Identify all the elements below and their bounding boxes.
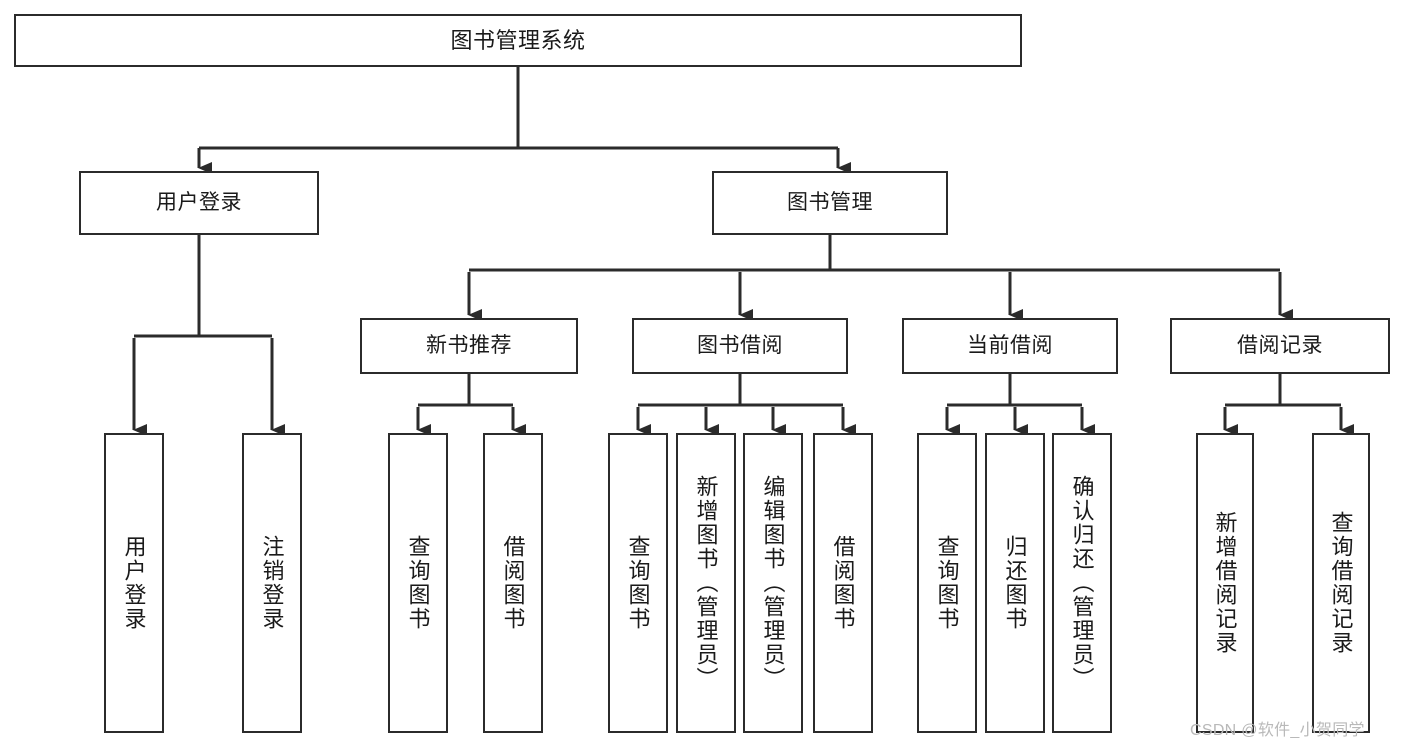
node-leaf-add-borrow-record-label: 新增借阅记录 bbox=[1212, 511, 1238, 655]
node-leaf-edit-book-admin[interactable]: 编辑图书（管理员） bbox=[743, 433, 803, 733]
node-leaf-borrow-book-1[interactable]: 借阅图书 bbox=[483, 433, 543, 733]
node-root[interactable]: 图书管理系统 bbox=[14, 14, 1022, 67]
node-leaf-query-book-2[interactable]: 查询图书 bbox=[608, 433, 668, 733]
node-leaf-query-book-1-label: 查询图书 bbox=[405, 535, 431, 631]
node-leaf-add-borrow-record[interactable]: 新增借阅记录 bbox=[1196, 433, 1254, 733]
node-leaf-return-book[interactable]: 归还图书 bbox=[985, 433, 1045, 733]
node-leaf-user-login[interactable]: 用户登录 bbox=[104, 433, 164, 733]
node-book-borrow[interactable]: 图书借阅 bbox=[632, 318, 848, 374]
node-current-borrow[interactable]: 当前借阅 bbox=[902, 318, 1118, 374]
node-leaf-add-book-admin-label: 新增图书（管理员） bbox=[693, 475, 719, 691]
node-user-login[interactable]: 用户登录 bbox=[79, 171, 319, 235]
node-leaf-borrow-book-2-label: 借阅图书 bbox=[830, 535, 856, 631]
node-current-borrow-label: 当前借阅 bbox=[967, 333, 1053, 357]
node-leaf-logout-label: 注销登录 bbox=[259, 535, 285, 631]
node-leaf-query-book-3-label: 查询图书 bbox=[934, 535, 960, 631]
node-new-book-recommend-label: 新书推荐 bbox=[426, 333, 512, 357]
node-leaf-query-book-2-label: 查询图书 bbox=[625, 535, 651, 631]
node-leaf-confirm-return-admin-label: 确认归还（管理员） bbox=[1069, 475, 1095, 691]
node-leaf-logout[interactable]: 注销登录 bbox=[242, 433, 302, 733]
watermark: CSDN @软件_小贺同学 bbox=[1190, 722, 1365, 739]
node-leaf-user-login-label: 用户登录 bbox=[121, 535, 147, 631]
node-leaf-return-book-label: 归还图书 bbox=[1002, 535, 1028, 631]
node-leaf-query-borrow-record-label: 查询借阅记录 bbox=[1328, 511, 1354, 655]
node-leaf-query-book-3[interactable]: 查询图书 bbox=[917, 433, 977, 733]
node-borrow-record-label: 借阅记录 bbox=[1237, 333, 1323, 357]
node-book-manage[interactable]: 图书管理 bbox=[712, 171, 948, 235]
node-leaf-borrow-book-2[interactable]: 借阅图书 bbox=[813, 433, 873, 733]
node-leaf-query-book-1[interactable]: 查询图书 bbox=[388, 433, 448, 733]
node-leaf-add-book-admin[interactable]: 新增图书（管理员） bbox=[676, 433, 736, 733]
node-leaf-query-borrow-record[interactable]: 查询借阅记录 bbox=[1312, 433, 1370, 733]
node-user-login-label: 用户登录 bbox=[156, 190, 242, 214]
node-leaf-edit-book-admin-label: 编辑图书（管理员） bbox=[760, 475, 786, 691]
node-root-label: 图书管理系统 bbox=[450, 27, 586, 53]
node-new-book-recommend[interactable]: 新书推荐 bbox=[360, 318, 578, 374]
node-leaf-confirm-return-admin[interactable]: 确认归还（管理员） bbox=[1052, 433, 1112, 733]
node-book-borrow-label: 图书借阅 bbox=[697, 333, 783, 357]
node-book-manage-label: 图书管理 bbox=[787, 190, 873, 214]
node-borrow-record[interactable]: 借阅记录 bbox=[1170, 318, 1390, 374]
node-leaf-borrow-book-1-label: 借阅图书 bbox=[500, 535, 526, 631]
